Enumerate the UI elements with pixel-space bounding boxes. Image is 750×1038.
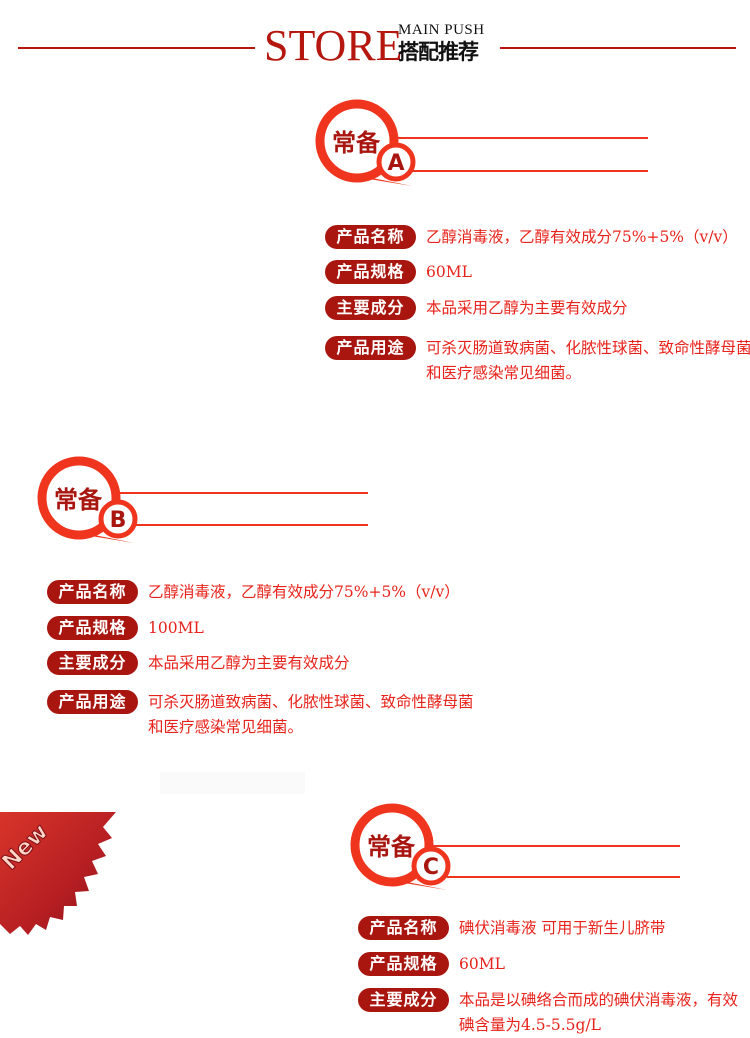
section-a-line-bottom (412, 170, 648, 172)
main-push-subtitle: MAIN PUSH (398, 22, 485, 38)
spec-value-line2: 碘含量为4.5-5.5g/L (459, 1016, 601, 1034)
spec-row: 产品规格 60ML (358, 952, 505, 977)
spec-label: 产品规格 (325, 260, 416, 284)
spec-label: 产品规格 (358, 952, 449, 976)
badge-label: 常备 (54, 486, 103, 514)
spec-value: 乙醇消毒液，乙醇有效成分75%+5%（v/v） (426, 228, 738, 246)
spec-label: 主要成分 (325, 296, 416, 320)
spec-value: 本品是以碘络合而成的碘伏消毒液，有效 (459, 991, 739, 1009)
store-title: STORE (264, 21, 403, 70)
spec-value: 本品采用乙醇为主要有效成分 (148, 654, 350, 672)
spec-value: 碘伏消毒液 可用于新生儿脐带 (459, 919, 666, 937)
spec-row: 主要成分本品是以碘络合而成的碘伏消毒液，有效碘含量为4.5-5.5g/L (358, 988, 738, 1038)
section-a-line-top (398, 137, 648, 139)
badge-letter: A (387, 151, 404, 176)
spec-row: 产品规格 60ML (325, 260, 472, 285)
section-c-line-top (433, 845, 680, 847)
badge-c-icon: 常备 C (350, 803, 451, 890)
spec-label: 产品名称 (358, 916, 449, 940)
section-b-line-top (120, 492, 368, 494)
section-c-line-bottom (447, 876, 680, 878)
spec-value: 可杀灭肠道致病菌、化脓性球菌、致命性酵母菌 (148, 693, 474, 711)
badge-b-icon: 常备 B (37, 456, 138, 543)
spec-row: 产品名称碘伏消毒液 可用于新生儿脐带 (358, 916, 665, 941)
spec-label: 产品用途 (47, 690, 138, 714)
spec-row: 主要成分本品采用乙醇为主要有效成分 (47, 651, 350, 676)
spec-value: 本品采用乙醇为主要有效成分 (426, 299, 628, 317)
badge-letter: C (423, 855, 439, 880)
badge-letter: B (110, 508, 127, 533)
faint-watermark (160, 772, 305, 794)
spec-row: 产品用途可杀灭肠道致病菌、化脓性球菌、致命性酵母菌和医疗感染常见细菌。 (325, 336, 750, 386)
spec-row: 产品名称乙醇消毒液，乙醇有效成分75%+5%（v/v） (47, 580, 460, 605)
header-divider-left (18, 47, 255, 49)
spec-label: 主要成分 (47, 651, 138, 675)
new-starburst-icon: New (0, 812, 116, 935)
spec-value: 100ML (148, 619, 204, 637)
spec-value-line2: 和医疗感染常见细菌。 (148, 718, 304, 736)
spec-row: 产品名称乙醇消毒液，乙醇有效成分75%+5%（v/v） (325, 225, 738, 250)
spec-row: 产品用途可杀灭肠道致病菌、化脓性球菌、致命性酵母菌和医疗感染常见细菌。 (47, 690, 474, 740)
spec-label: 产品名称 (325, 225, 416, 249)
badge-a-icon: 常备 A (315, 99, 416, 186)
section-b-line-bottom (134, 524, 368, 526)
spec-label: 产品名称 (47, 580, 138, 604)
badge-label: 常备 (367, 833, 416, 861)
spec-value: 60ML (459, 955, 505, 973)
spec-label: 主要成分 (358, 988, 449, 1012)
spec-label: 产品用途 (325, 336, 416, 360)
spec-value: 可杀灭肠道致病菌、化脓性球菌、致命性酵母菌 (426, 339, 750, 357)
header-divider-right (500, 47, 736, 49)
badge-label: 常备 (332, 129, 381, 157)
recommend-title: 搭配推荐 (398, 39, 479, 64)
spec-row: 产品规格 100ML (47, 616, 204, 641)
spec-value: 乙醇消毒液，乙醇有效成分75%+5%（v/v） (148, 583, 460, 601)
spec-value: 60ML (426, 263, 472, 281)
spec-row: 主要成分本品采用乙醇为主要有效成分 (325, 296, 628, 321)
spec-label: 产品规格 (47, 616, 138, 640)
spec-value-line2: 和医疗感染常见细菌。 (426, 364, 582, 382)
